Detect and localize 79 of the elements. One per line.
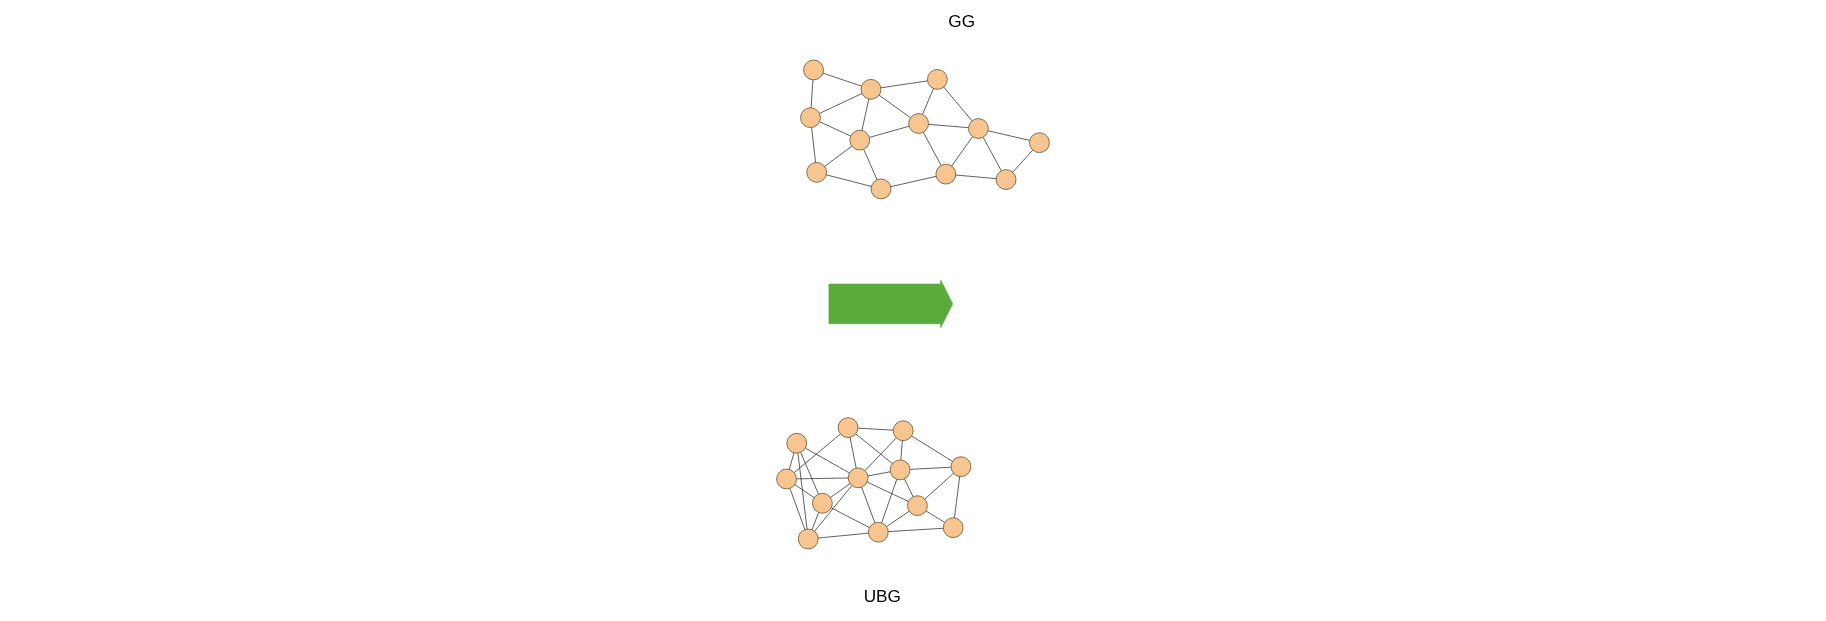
connector bbox=[922, 131, 942, 166]
label: UBG bbox=[863, 586, 901, 607]
node-circle bbox=[935, 163, 957, 185]
connector bbox=[822, 72, 862, 87]
connector bbox=[800, 452, 819, 495]
connector bbox=[925, 510, 946, 523]
node-circle bbox=[892, 420, 914, 442]
connector bbox=[863, 148, 878, 181]
node-circle bbox=[995, 169, 1017, 190]
connector bbox=[811, 127, 816, 163]
connector bbox=[797, 452, 808, 530]
connector bbox=[861, 486, 876, 524]
node-circle bbox=[927, 69, 948, 90]
node-circle bbox=[1029, 132, 1050, 153]
connector bbox=[796, 477, 849, 480]
node-circle bbox=[847, 467, 869, 489]
connector bbox=[794, 433, 841, 473]
connector bbox=[819, 121, 852, 137]
node-circle bbox=[837, 417, 859, 438]
connector bbox=[817, 532, 869, 539]
connector bbox=[789, 488, 806, 530]
connector bbox=[922, 88, 934, 115]
node-circle bbox=[776, 468, 797, 490]
node-circle bbox=[806, 162, 828, 183]
connector bbox=[830, 483, 851, 498]
connector bbox=[810, 79, 814, 108]
connector bbox=[819, 93, 863, 114]
node-circle bbox=[870, 178, 892, 200]
node-circle bbox=[797, 528, 819, 550]
node-arrow bbox=[828, 279, 953, 329]
connector bbox=[955, 174, 997, 180]
connector bbox=[890, 176, 937, 188]
connector bbox=[888, 527, 944, 532]
connector bbox=[869, 125, 910, 138]
connector bbox=[878, 94, 911, 118]
connector bbox=[900, 440, 903, 461]
label: GG bbox=[948, 11, 976, 32]
node-circle bbox=[800, 107, 821, 128]
node-circle bbox=[889, 459, 911, 481]
connector bbox=[1012, 149, 1034, 173]
connector bbox=[861, 98, 870, 131]
node-circle bbox=[812, 492, 833, 514]
node-circle bbox=[950, 456, 972, 477]
connector bbox=[855, 433, 893, 464]
connector bbox=[928, 124, 969, 129]
node-circle bbox=[942, 517, 964, 538]
connector bbox=[814, 485, 853, 532]
connector bbox=[857, 427, 894, 431]
connector bbox=[849, 436, 857, 469]
connector bbox=[805, 447, 850, 474]
connector bbox=[943, 86, 973, 122]
connector bbox=[864, 437, 897, 471]
connector bbox=[824, 145, 853, 167]
connector bbox=[904, 478, 914, 497]
connector bbox=[880, 80, 928, 89]
connector bbox=[811, 512, 820, 530]
connector bbox=[954, 476, 961, 518]
connector bbox=[886, 510, 910, 527]
connector bbox=[867, 471, 891, 477]
connector bbox=[831, 507, 870, 528]
connector bbox=[987, 130, 1030, 141]
connector bbox=[909, 466, 952, 470]
connector bbox=[951, 136, 973, 167]
connector bbox=[911, 435, 953, 462]
node-circle bbox=[907, 495, 928, 516]
connector bbox=[881, 479, 898, 524]
connector bbox=[788, 452, 795, 470]
connector bbox=[826, 174, 872, 187]
node-circle bbox=[803, 59, 824, 81]
connector bbox=[982, 137, 1002, 172]
node-circle bbox=[849, 129, 871, 151]
node-circle bbox=[860, 79, 882, 100]
node-circle bbox=[786, 432, 808, 454]
node-circle bbox=[908, 113, 929, 134]
connector bbox=[866, 481, 909, 502]
node-circle bbox=[868, 521, 889, 543]
node-circle bbox=[968, 118, 989, 139]
connector bbox=[794, 484, 815, 498]
connector bbox=[924, 473, 954, 500]
